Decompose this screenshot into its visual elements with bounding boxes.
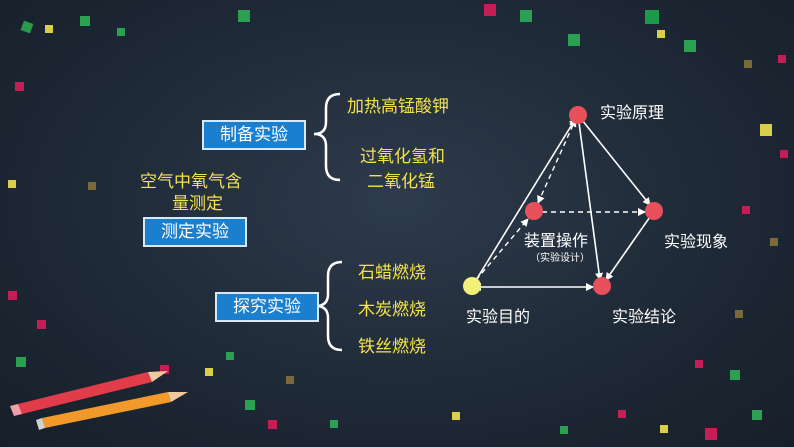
prep-experiment-box: 制备实验 bbox=[202, 120, 306, 150]
confetti bbox=[684, 40, 696, 52]
explore-item-2: 木炭燃烧 bbox=[358, 300, 426, 320]
confetti bbox=[705, 428, 717, 440]
confetti bbox=[238, 10, 250, 22]
red-pencil bbox=[10, 371, 168, 416]
measure-text-line-2: 量测定 bbox=[172, 194, 223, 214]
node-operation bbox=[525, 202, 543, 220]
orange-pencil bbox=[36, 392, 188, 430]
node-phenomenon bbox=[645, 202, 663, 220]
confetti bbox=[160, 365, 169, 374]
prep-item-1: 加热高锰酸钾 bbox=[347, 97, 449, 117]
confetti bbox=[286, 376, 294, 384]
brace-explore bbox=[315, 260, 343, 352]
explore-item-1: 石蜡燃烧 bbox=[358, 263, 426, 283]
confetti bbox=[37, 320, 46, 329]
label-conclusion: 实验结论 bbox=[612, 307, 677, 326]
node-conclusion bbox=[593, 277, 611, 295]
label-purpose: 实验目的 bbox=[466, 307, 531, 326]
measure-experiment-box: 测定实验 bbox=[143, 217, 247, 247]
confetti bbox=[760, 124, 772, 136]
confetti bbox=[645, 10, 659, 24]
confetti bbox=[8, 291, 17, 300]
confetti bbox=[452, 412, 460, 420]
prep-item-3: 二氧化锰 bbox=[367, 172, 435, 192]
brace-prep bbox=[313, 92, 341, 182]
edge-purpose-operation bbox=[475, 218, 529, 281]
confetti bbox=[8, 180, 16, 188]
confetti bbox=[16, 357, 26, 367]
confetti bbox=[268, 420, 277, 429]
edge-principle-conclusion bbox=[577, 114, 604, 281]
confetti bbox=[226, 352, 234, 360]
confetti bbox=[695, 360, 703, 368]
confetti bbox=[660, 425, 668, 433]
confetti bbox=[568, 34, 580, 46]
confetti bbox=[618, 410, 626, 418]
edge-phenomenon-conclusion bbox=[605, 213, 653, 281]
node-purpose bbox=[463, 277, 481, 295]
prep-item-2: 过氧化氢和 bbox=[360, 147, 445, 167]
confetti bbox=[730, 370, 740, 380]
measure-text-line-1: 空气中氧气含 bbox=[140, 172, 242, 192]
confetti bbox=[15, 82, 24, 91]
node-principle bbox=[569, 106, 587, 124]
label-operation: 装置操作 bbox=[524, 231, 589, 250]
confetti bbox=[560, 426, 568, 434]
confetti bbox=[735, 310, 743, 318]
confetti bbox=[80, 16, 90, 26]
confetti bbox=[780, 150, 788, 158]
confetti bbox=[205, 368, 213, 376]
confetti bbox=[245, 400, 255, 410]
confetti bbox=[45, 25, 53, 33]
confetti bbox=[752, 410, 762, 420]
confetti bbox=[520, 10, 532, 22]
confetti bbox=[657, 30, 665, 38]
explore-item-3: 铁丝燃烧 bbox=[358, 337, 426, 357]
confetti bbox=[778, 55, 786, 63]
explore-experiment-box: 探究实验 bbox=[215, 292, 319, 322]
confetti bbox=[742, 206, 750, 214]
confetti bbox=[744, 60, 752, 68]
confetti bbox=[484, 4, 496, 16]
confetti bbox=[770, 238, 778, 246]
confetti bbox=[88, 182, 96, 190]
label-principle: 实验原理 bbox=[600, 103, 665, 122]
edge-principle-phenomenon bbox=[577, 114, 651, 206]
label-operation-sub: （实验设计） bbox=[530, 253, 590, 264]
confetti bbox=[117, 28, 125, 36]
confetti bbox=[330, 420, 338, 428]
label-phenomenon: 实验现象 bbox=[664, 232, 729, 251]
